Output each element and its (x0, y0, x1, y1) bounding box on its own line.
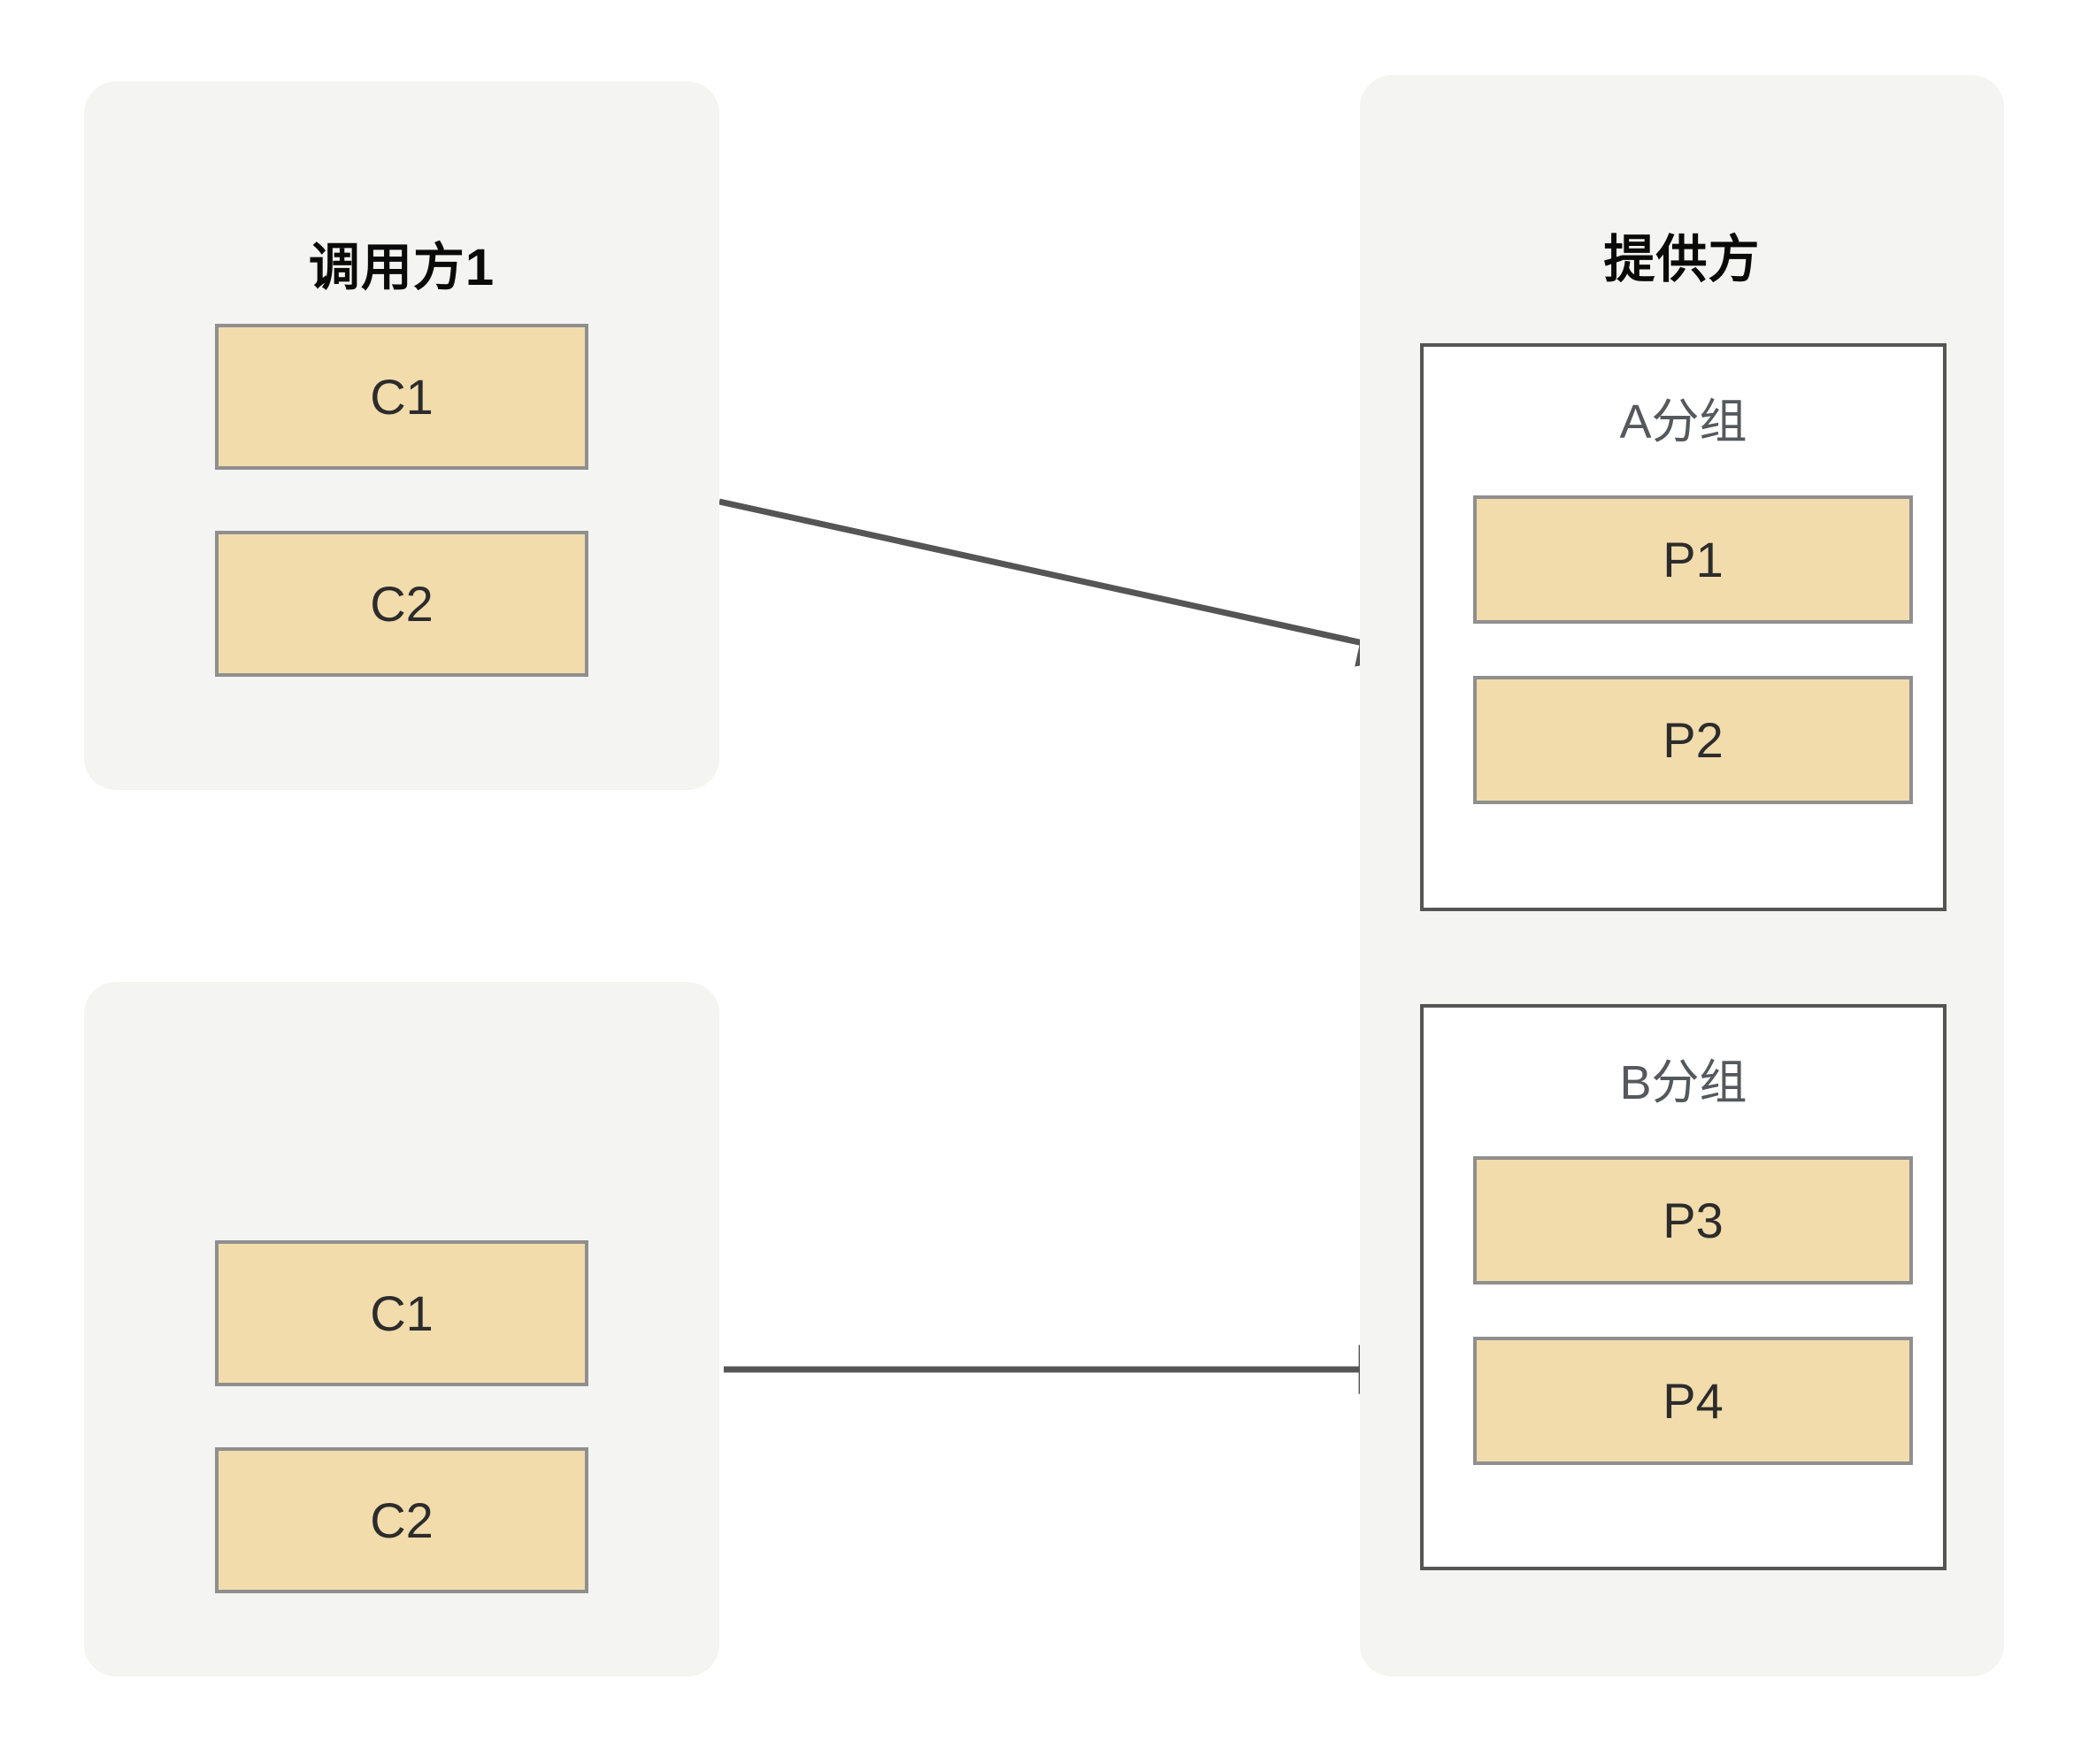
provider-group-a-title: A分组 (1619, 395, 1747, 449)
caller2-service-c2[interactable]: C2 (215, 1447, 588, 1593)
provider-service-p4[interactable]: P4 (1473, 1337, 1913, 1465)
caller2-service-c1[interactable]: C1 (215, 1240, 588, 1386)
provider-group-b-title: B分组 (1619, 1056, 1747, 1109)
caller2-panel[interactable]: 调用方2 C1 C2 (84, 982, 719, 1676)
caller1-service-c2-label: C2 (370, 575, 434, 632)
provider-group-b[interactable]: B分组 P3 P4 (1420, 1004, 1947, 1570)
provider-service-p1[interactable]: P1 (1473, 495, 1913, 624)
connector-caller1-to-group-a (718, 498, 1421, 667)
provider-service-p3-label: P3 (1662, 1192, 1724, 1248)
caller1-service-c2[interactable]: C2 (215, 531, 588, 677)
caller1-service-c1[interactable]: C1 (215, 324, 588, 470)
provider-service-p2-label: P2 (1662, 711, 1724, 768)
provider-title: 提供方 (1603, 231, 1761, 288)
caller1-panel[interactable]: 调用方1 C1 C2 (84, 81, 719, 790)
provider-panel[interactable]: 提供方 A分组 P1 P2 B分组 P3 P4 (1360, 75, 2004, 1676)
provider-service-p2[interactable]: P2 (1473, 676, 1913, 804)
caller2-service-c1-label: C1 (370, 1285, 434, 1341)
caller2-service-c2-label: C2 (370, 1492, 434, 1548)
caller1-service-c1-label: C1 (370, 368, 434, 425)
provider-service-p4-label: P4 (1662, 1372, 1724, 1429)
provider-service-p1-label: P1 (1662, 531, 1724, 587)
provider-service-p3[interactable]: P3 (1473, 1156, 1913, 1285)
caller1-title: 调用方1 (308, 239, 495, 296)
provider-group-a[interactable]: A分组 P1 P2 (1420, 343, 1947, 911)
